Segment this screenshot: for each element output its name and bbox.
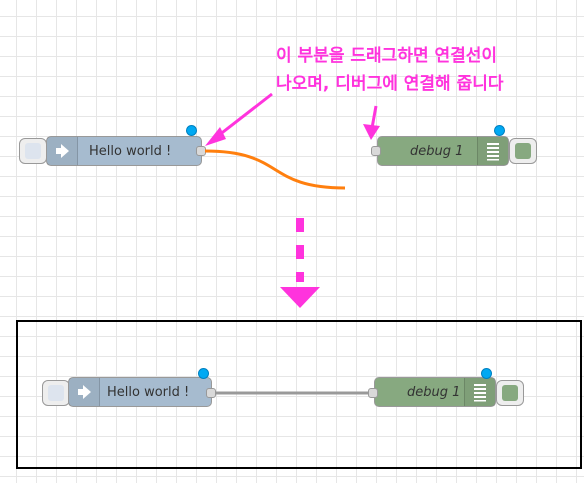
inject-output-port-bottom[interactable]	[206, 388, 216, 398]
debug-changed-indicator	[494, 125, 505, 136]
inject-node-label: Hello world !	[89, 143, 172, 159]
inject-changed-indicator	[198, 368, 209, 379]
arrow-right-icon	[69, 378, 100, 406]
debug-toggle-button-bottom[interactable]	[496, 380, 524, 406]
debug-node-label: debug 1	[410, 143, 464, 159]
inject-node-top[interactable]: Hello world !	[46, 136, 202, 166]
debug-changed-indicator	[481, 368, 492, 379]
dragging-wire	[204, 149, 346, 190]
inject-button-top[interactable]	[19, 138, 47, 164]
annotation-line-2: 나오며, 디버그에 연결해 줍니다	[276, 74, 504, 94]
debug-node-bottom[interactable]: debug 1	[374, 377, 496, 407]
inject-changed-indicator	[186, 125, 197, 136]
debug-node-label: debug 1	[407, 384, 461, 400]
result-frame	[16, 320, 582, 469]
annotation-line-1: 이 부분을 드래그하면 연결선이	[276, 46, 498, 66]
list-lines-icon	[464, 378, 495, 406]
inject-output-port-top[interactable]	[196, 146, 206, 156]
inject-node-label: Hello world !	[107, 384, 190, 400]
pointer-arrow-to-debug	[363, 105, 380, 140]
arrow-right-icon	[47, 137, 78, 165]
list-lines-icon	[477, 137, 508, 165]
inject-node-bottom[interactable]: Hello world !	[68, 377, 212, 407]
debug-input-port-bottom[interactable]	[368, 388, 378, 398]
down-arrow-icon	[280, 218, 320, 308]
debug-toggle-button-top[interactable]	[509, 138, 537, 164]
annotation-text: 이 부분을 드래그하면 연결선이 나오며, 디버그에 연결해 줍니다	[276, 42, 504, 98]
debug-node-top[interactable]: debug 1	[377, 136, 509, 166]
inject-button-bottom[interactable]	[42, 380, 70, 406]
pointer-arrow-to-port	[205, 92, 273, 146]
debug-input-port-top[interactable]	[371, 146, 381, 156]
